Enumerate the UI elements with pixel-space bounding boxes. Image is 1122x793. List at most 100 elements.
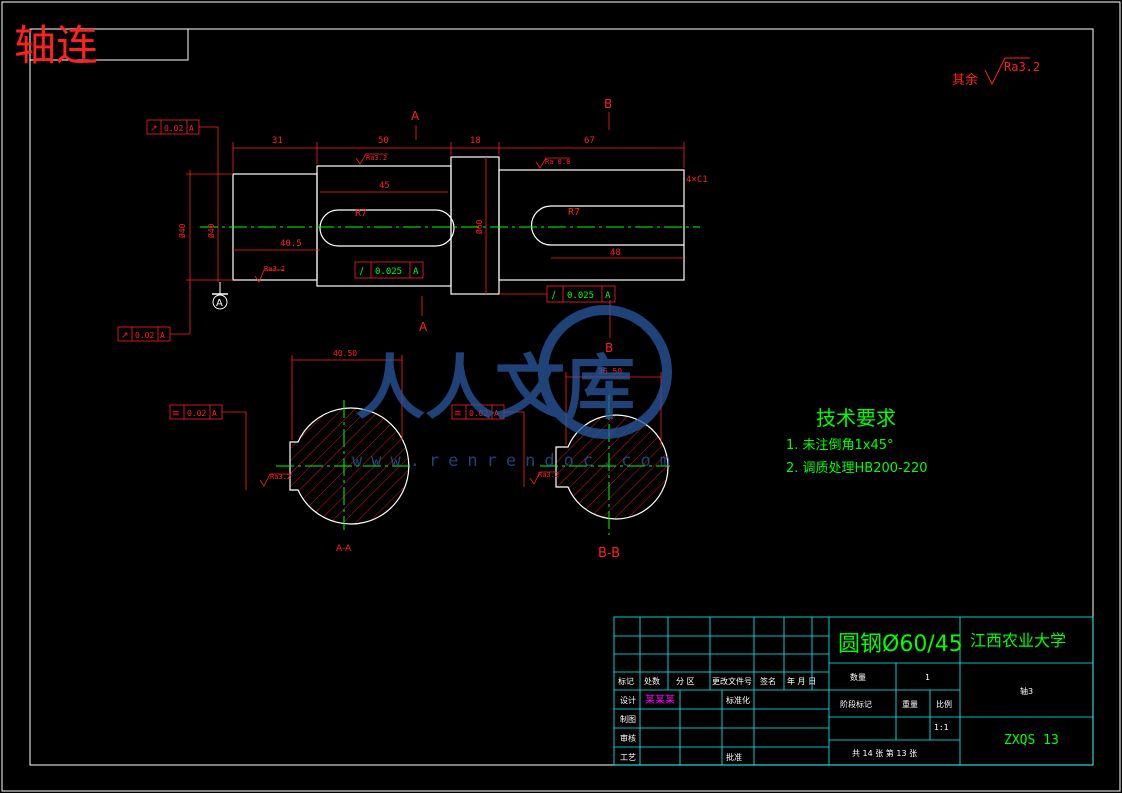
section-mark-b-top: B <box>604 97 612 111</box>
surface-rest-label: 其余 <box>952 72 978 88</box>
dim-40-5: 40.5 <box>280 239 302 249</box>
section-aa: 40.50 Ra3.2 A-A <box>245 349 412 554</box>
dim-67: 67 <box>584 136 595 146</box>
scale-value: 1:1 <box>934 723 949 732</box>
drawing-code: ZXQS 13 <box>1004 733 1059 748</box>
dim-18: 18 <box>470 136 481 146</box>
watermark-url: www.renrendoc.com <box>352 451 679 471</box>
svg-text:A: A <box>494 409 499 418</box>
svg-text:分 区: 分 区 <box>676 677 695 686</box>
svg-text:A: A <box>413 267 419 277</box>
surface-finish-rest: 其余 Ra3.2 <box>952 57 1040 88</box>
svg-text:↗: ↗ <box>121 331 129 341</box>
dim-chamfer: 4×C1 <box>686 175 708 185</box>
keyway-left <box>319 209 455 247</box>
svg-text:签名: 签名 <box>760 676 776 686</box>
corner-title: 轴连 <box>14 21 98 70</box>
section-mark-b-bottom: B <box>605 341 613 355</box>
technical-notes: 技术要求 1. 未注倒角1x45° 2. 调质处理HB200-220 <box>786 406 928 476</box>
svg-text:标记: 标记 <box>618 676 634 686</box>
tol-frame-right: / 0.025 A <box>499 285 616 303</box>
roughness-marks <box>254 153 570 283</box>
svg-text:0.02: 0.02 <box>187 409 206 418</box>
svg-text:共 14 张 第 13 张: 共 14 张 第 13 张 <box>852 748 917 758</box>
tol-frame-sym-b: ≡ 0.02 A <box>451 404 525 447</box>
watermark: 人人文库 www.renrendoc.com <box>352 305 679 471</box>
svg-text:审核: 审核 <box>620 733 636 743</box>
section-mark-a-top: A <box>411 109 420 123</box>
note-item-2: 2. 调质处理HB200-220 <box>786 461 928 476</box>
section-aa-label: A-A <box>336 544 352 554</box>
shaft-front-view <box>232 156 685 295</box>
keyway-right <box>530 205 684 246</box>
dim-section-b-width: 36.50 <box>598 367 622 376</box>
title-block <box>613 616 1094 766</box>
tol-frame-middle: / 0.025 A <box>354 261 424 279</box>
svg-text:年 月 日: 年 月 日 <box>787 676 816 686</box>
roughness-5: Ra3.2 <box>538 471 559 479</box>
dim-r7-left: R7 <box>355 208 367 219</box>
dim-dia-left: Ø40 <box>177 223 187 238</box>
svg-text:标准化: 标准化 <box>726 695 750 705</box>
tol-frame-sym-a: ≡ 0.02 A <box>169 404 247 442</box>
svg-text:/: / <box>552 290 556 301</box>
svg-text:批准: 批准 <box>726 752 742 762</box>
tol-frame-top: ↗ 0.02 A <box>146 119 219 174</box>
svg-text:A: A <box>189 124 194 133</box>
section-bb-label: B-B <box>598 546 620 561</box>
roughness-3: Ra3.2 <box>264 265 285 273</box>
svg-text:工艺: 工艺 <box>620 753 636 762</box>
svg-text:更改文件号: 更改文件号 <box>712 676 752 686</box>
dim-48: 48 <box>610 248 621 258</box>
roughness-1: Ra3.2 <box>366 154 387 162</box>
part-name: 圆钢Ø60/45 <box>838 632 963 657</box>
corner-box <box>30 29 189 61</box>
section-mark-a-bottom: A <box>419 320 428 334</box>
svg-text:↗: ↗ <box>150 124 158 134</box>
notes-title: 技术要求 <box>816 406 896 430</box>
dimension-lines <box>186 112 685 338</box>
dim-dia-mid: Ø40 <box>206 223 216 238</box>
svg-text:0.02: 0.02 <box>469 409 488 418</box>
svg-text:≡: ≡ <box>454 409 462 419</box>
svg-text:A: A <box>212 409 217 418</box>
roughness-2: Ra 0.8 <box>545 158 570 166</box>
inner-frame <box>29 28 1094 766</box>
datum-a-symbol: A <box>212 282 228 310</box>
svg-text:0.025: 0.025 <box>375 267 402 277</box>
svg-text:0.025: 0.025 <box>567 291 594 301</box>
svg-text:制图: 制图 <box>620 714 636 724</box>
dim-section-a-width: 40.50 <box>333 349 357 358</box>
svg-text:数量: 数量 <box>850 672 866 682</box>
section-bb: 36.50 Ra3.2 B-B <box>523 367 670 561</box>
svg-text:0.02: 0.02 <box>135 331 154 340</box>
svg-text:轴3: 轴3 <box>1020 686 1033 696</box>
watermark-text: 人人文库 <box>355 347 635 429</box>
dim-dia-collar: Ø60 <box>474 219 484 234</box>
datum-a-label: A <box>216 298 223 309</box>
dim-45: 45 <box>379 181 390 191</box>
svg-text:A: A <box>605 291 611 301</box>
tol-frame-left: ↗ 0.02 A <box>117 282 191 342</box>
svg-text:设计: 设计 <box>620 695 636 705</box>
shaft-segment-right <box>498 169 685 281</box>
svg-text:比例: 比例 <box>936 699 952 709</box>
school-name: 江西农业大学 <box>970 631 1066 650</box>
svg-text:A: A <box>160 331 165 340</box>
surface-rest-value: Ra3.2 <box>1004 60 1040 74</box>
svg-text:0.02: 0.02 <box>164 124 183 133</box>
svg-text:≡: ≡ <box>172 409 180 419</box>
designer-name: 某某某 <box>645 694 675 706</box>
svg-text:重量: 重量 <box>902 699 918 709</box>
note-item-1: 1. 未注倒角1x45° <box>786 438 894 453</box>
dim-50: 50 <box>378 136 389 146</box>
roughness-symbol <box>984 57 1030 86</box>
quantity-value: 1 <box>925 673 930 682</box>
dim-r7-right: R7 <box>568 207 580 218</box>
dim-31: 31 <box>272 136 283 146</box>
svg-text:阶段标记: 阶段标记 <box>840 699 872 709</box>
svg-text:处数: 处数 <box>644 676 660 686</box>
svg-text:/: / <box>360 266 364 277</box>
